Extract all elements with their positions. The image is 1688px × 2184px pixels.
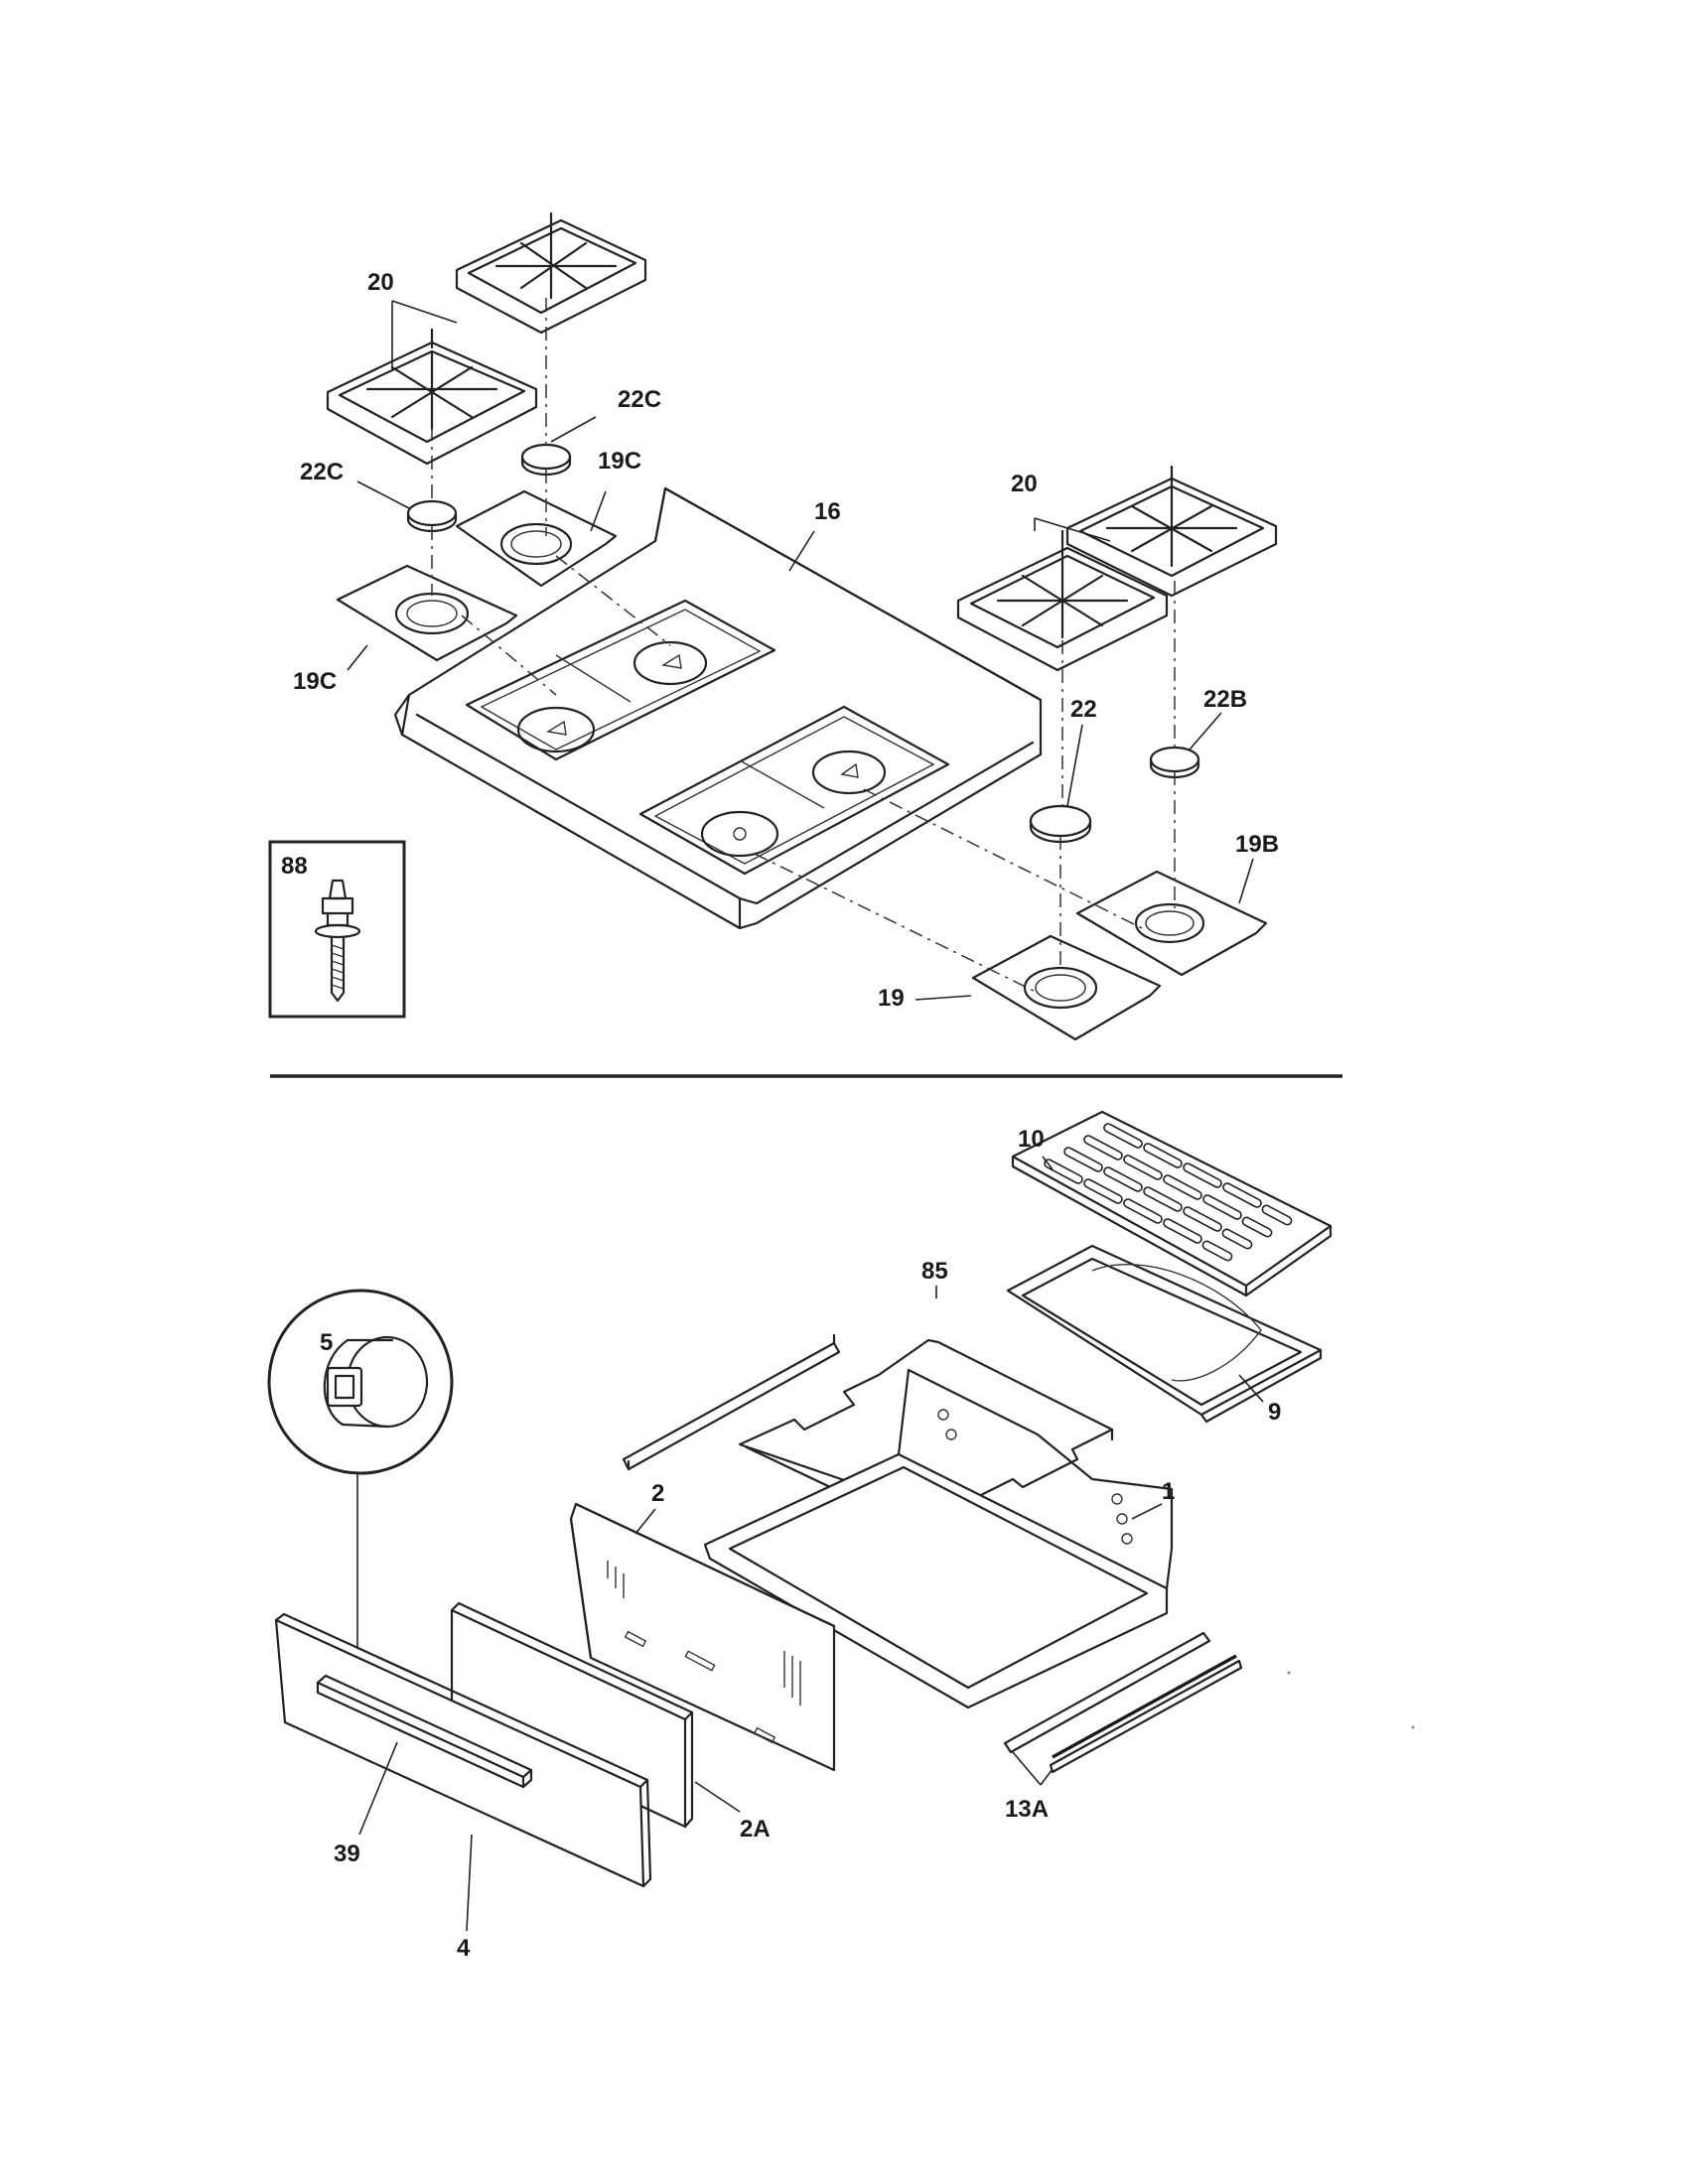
drawer-front-part-4 bbox=[274, 1612, 652, 1888]
drawer-front-panel-part-2A bbox=[450, 1601, 694, 1829]
callout-20-right: 20 bbox=[1011, 471, 1038, 497]
callout-19C-rear: 19C bbox=[598, 448, 641, 475]
callout-19C-front: 19C bbox=[293, 668, 337, 695]
callout-2: 2 bbox=[651, 1480, 664, 1507]
callout-22B: 22B bbox=[1203, 686, 1247, 713]
burner-pan-19C-front bbox=[336, 564, 518, 662]
callout-16: 16 bbox=[814, 498, 841, 525]
leader-lines bbox=[347, 300, 1264, 1932]
callout-10: 10 bbox=[1018, 1126, 1045, 1153]
burner-pan-19B bbox=[1075, 870, 1268, 977]
drawer-panel-part-2 bbox=[569, 1502, 836, 1772]
burner-grate-20-right bbox=[956, 465, 1278, 672]
callout-88: 88 bbox=[281, 853, 308, 880]
drawer-rail-left bbox=[622, 1333, 841, 1471]
callout-2A: 2A bbox=[740, 1816, 771, 1843]
burner-pan-19 bbox=[971, 934, 1162, 1041]
callout-1: 1 bbox=[1162, 1478, 1175, 1505]
callout-22C-left: 22C bbox=[300, 459, 344, 485]
callout-20-left: 20 bbox=[367, 269, 394, 296]
broiler-insert-part-10 bbox=[1011, 1110, 1333, 1297]
callout-19B: 19B bbox=[1235, 831, 1279, 858]
callout-5: 5 bbox=[320, 1329, 333, 1356]
broiler-pan-part-9 bbox=[1006, 1244, 1323, 1424]
drawer-body-part-1 bbox=[703, 1368, 1174, 1709]
callout-22: 22 bbox=[1070, 696, 1097, 723]
callout-19: 19 bbox=[878, 985, 905, 1012]
assembly-lines-upper bbox=[431, 298, 1176, 994]
burner-grate-20-left bbox=[326, 211, 647, 466]
main-top-part-16 bbox=[393, 486, 1043, 930]
callout-39: 39 bbox=[334, 1841, 360, 1867]
inset-part-88 bbox=[268, 840, 406, 1019]
drawer-handle-part-39 bbox=[316, 1674, 533, 1789]
callout-9: 9 bbox=[1268, 1399, 1281, 1426]
callout-22C-right: 22C bbox=[618, 386, 661, 413]
callout-85: 85 bbox=[921, 1258, 948, 1285]
inset-part-5 bbox=[267, 1289, 454, 1679]
callout-4: 4 bbox=[457, 1935, 471, 1962]
burner-pan-19C-rear bbox=[455, 489, 618, 588]
callout-13A: 13A bbox=[1005, 1796, 1049, 1823]
